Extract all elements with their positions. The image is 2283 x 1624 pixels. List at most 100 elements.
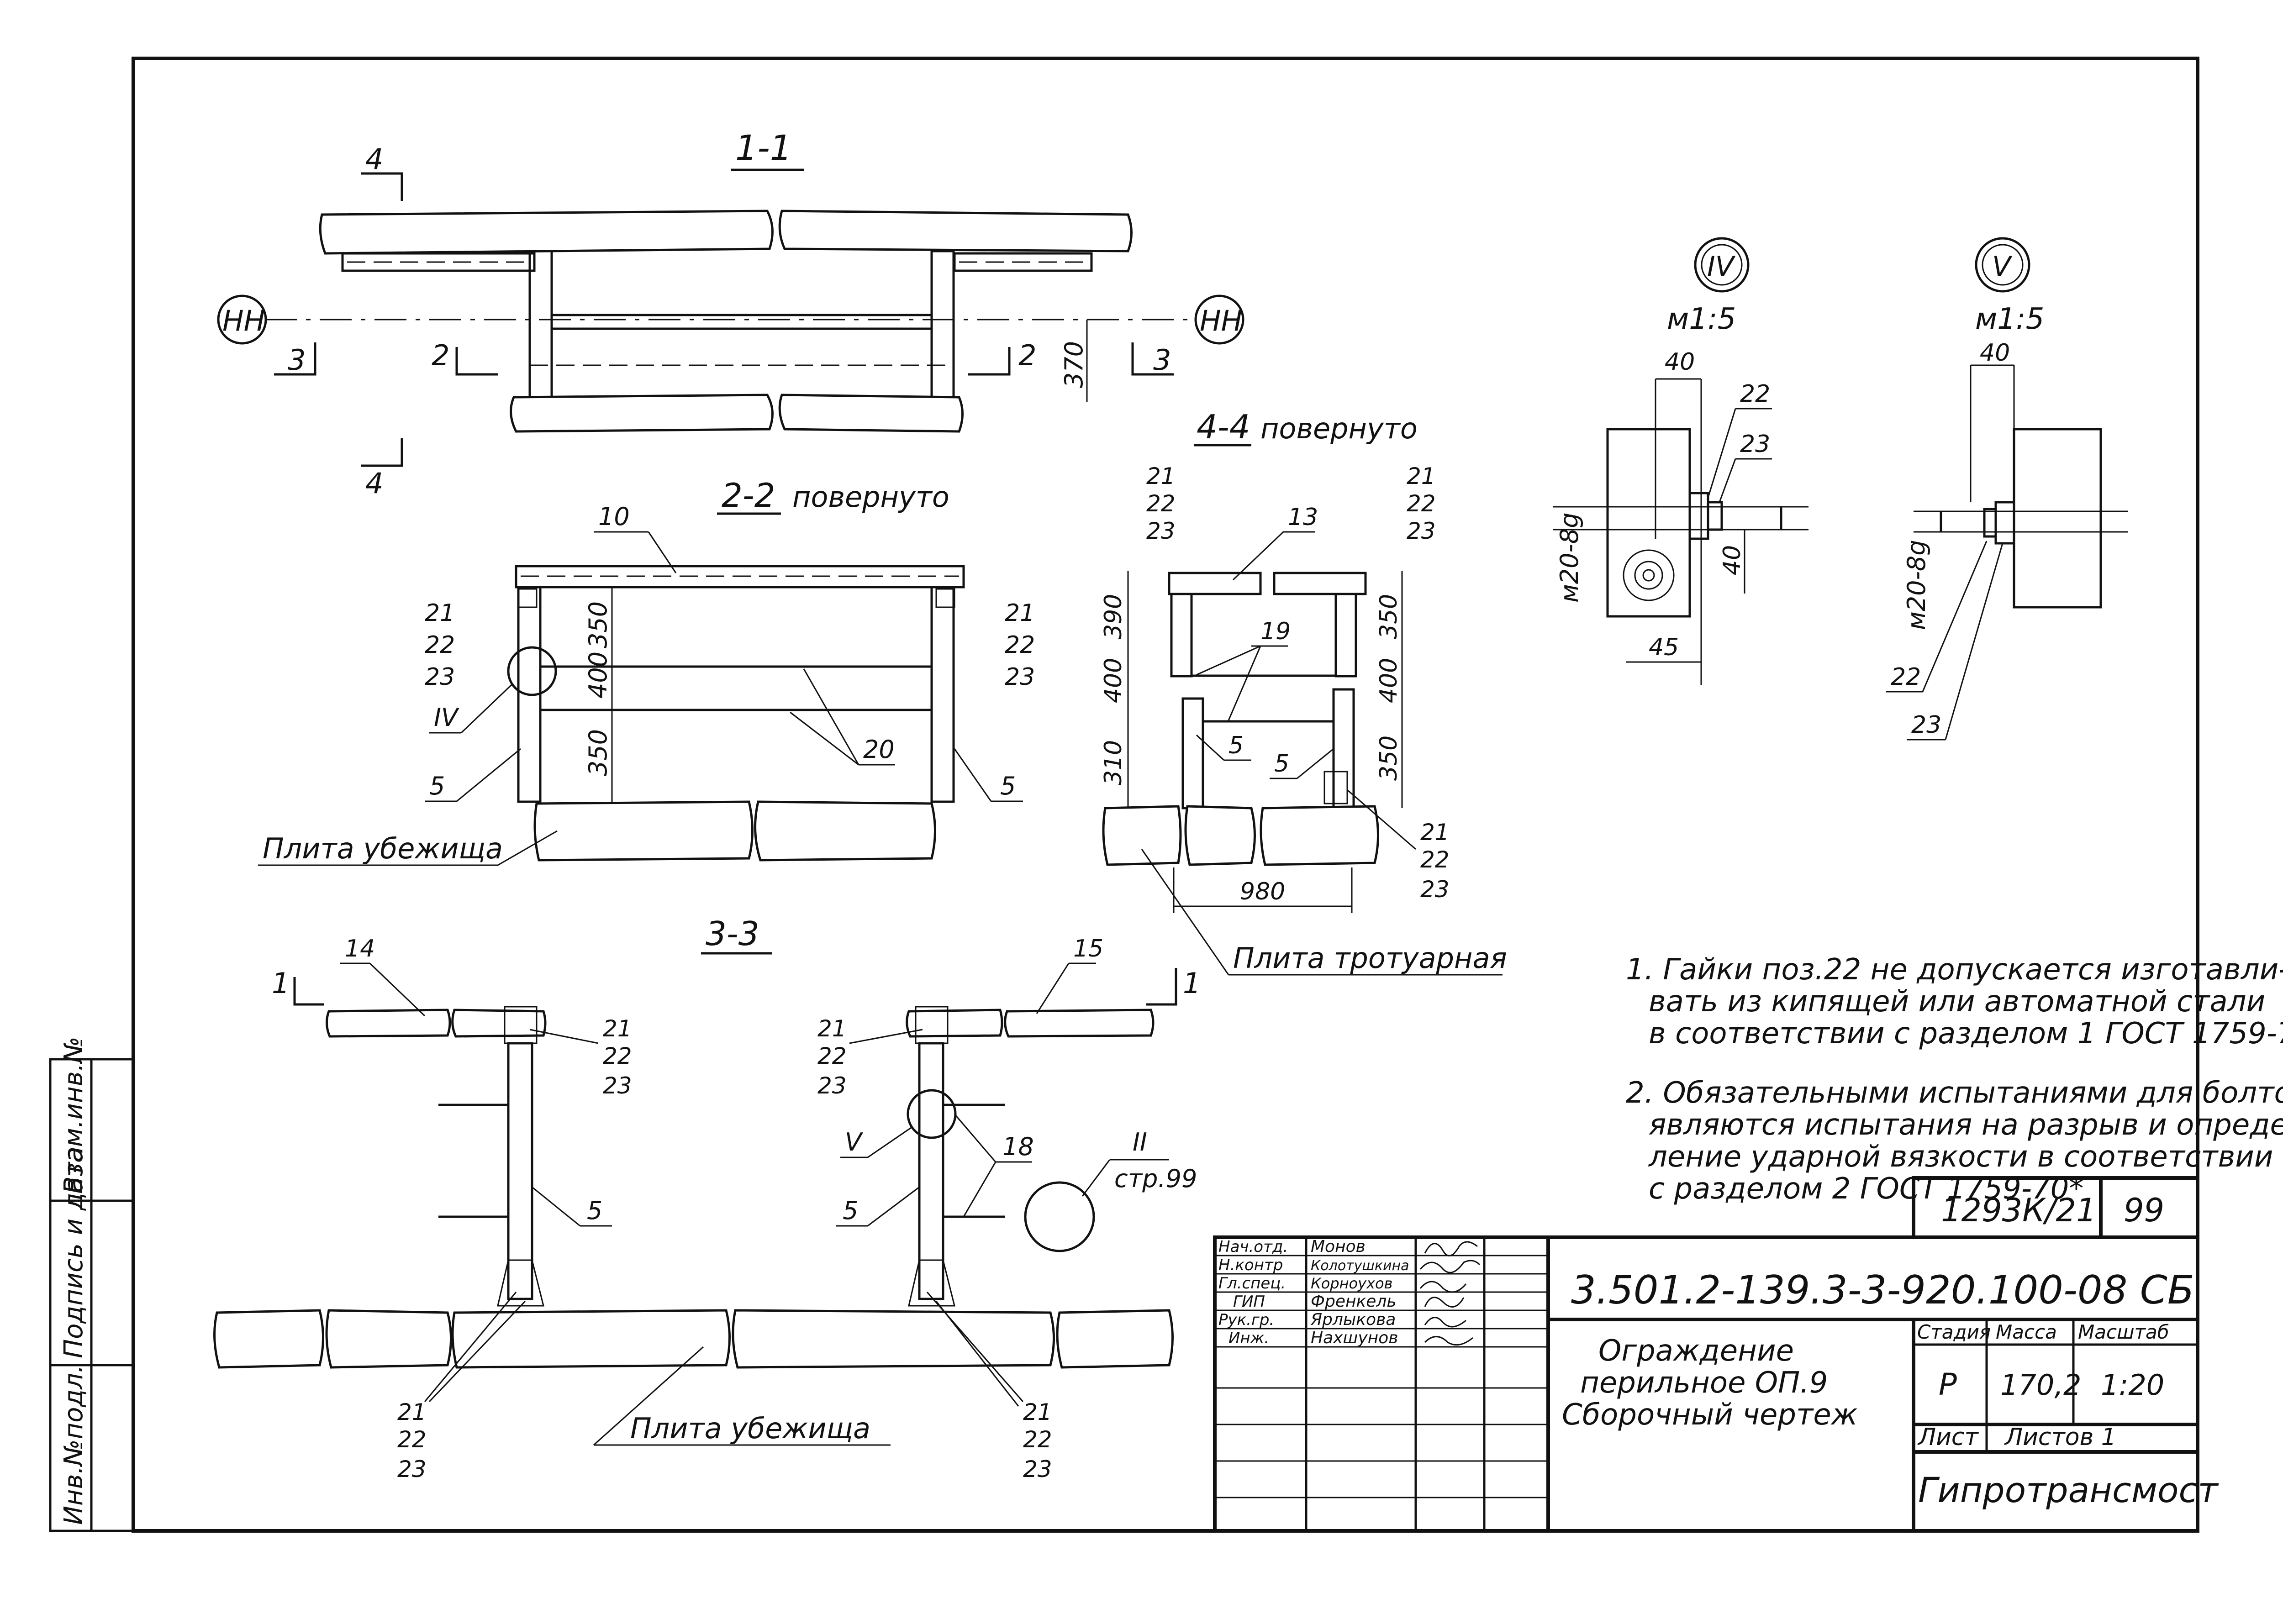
section-2-2-note: повернуто <box>792 480 949 514</box>
pos-22-left: 22 <box>425 631 455 659</box>
dim-400: 400 <box>584 652 612 699</box>
dim-400-4: 400 <box>1100 658 1127 703</box>
side-stamp-inv: Инв.№подл. <box>59 1365 89 1525</box>
role-5: Инж. <box>1228 1329 1269 1347</box>
sheets-label: Листов 1 <box>2004 1424 2116 1451</box>
note-1-line-2: вать из кипящей или автоматной стали <box>1649 985 2265 1019</box>
notes: 1. Гайки поз.22 не допускается изготавли… <box>1626 953 2283 1206</box>
cut-mark-3-left: 3 <box>288 343 306 377</box>
detail-iv-pos22: 22 <box>1740 380 1770 408</box>
dim-980: 980 <box>1240 878 1285 905</box>
detail-iv-dim-40: 40 <box>1665 348 1695 376</box>
section-1-1-title: 1-1 <box>735 127 792 168</box>
dim-400-4b: 400 <box>1375 658 1402 703</box>
section-3-3: 3-3 1 1 14 15 <box>213 914 1201 1482</box>
detail-iv-ref: IV <box>434 703 460 732</box>
mass-value: 170,2 <box>2000 1368 2082 1402</box>
section-3-3-title: 3-3 <box>706 914 759 953</box>
pos-23-33d: 23 <box>1023 1456 1052 1482</box>
section-2-2: 2-2 повернуто 350 400 350 10 21 22 23 21… <box>258 476 1035 866</box>
pos-5-left: 5 <box>429 772 445 800</box>
pos-22-44r: 22 <box>1407 490 1436 517</box>
document-name-line-1: Ограждение <box>1598 1334 1794 1368</box>
pos-21-33b: 21 <box>817 1015 847 1042</box>
pos-22-33c: 22 <box>397 1426 427 1453</box>
pos-5-33b: 5 <box>843 1196 858 1225</box>
side-stamp: Инв.№подл. Подпись и дата Взам.инв.№ <box>49 1036 135 1532</box>
pos-21-44l: 21 <box>1146 463 1176 489</box>
pos-21-44r: 21 <box>1407 463 1436 489</box>
detail-v: V м1:5 40 м20-8g 22 23 <box>1886 237 2128 741</box>
pos-21-right: 21 <box>1005 599 1035 627</box>
sheet-frame <box>132 57 2199 1533</box>
detail-v-bolt: м20-8g <box>1902 540 1931 630</box>
pos-23-33b: 23 <box>817 1072 847 1099</box>
name-4: Ярлыкова <box>1310 1310 1396 1329</box>
cut-mark-4-bottom: 4 <box>365 467 383 500</box>
name-2: Корноухов <box>1311 1275 1392 1292</box>
pos-18: 18 <box>1002 1132 1034 1161</box>
plate-shelter-2-2: Плита убежища <box>263 832 503 865</box>
detail-ii-page: стр.99 <box>1114 1164 1197 1193</box>
note-2-line-3: ление ударной вязкости в соответствии <box>1648 1140 2273 1174</box>
pos-21-left: 21 <box>425 599 455 627</box>
pos-23-33a: 23 <box>603 1072 632 1099</box>
detail-iv-dim-45: 45 <box>1649 634 1679 661</box>
pos-14: 14 <box>345 935 375 962</box>
role-2: Гл.спец. <box>1218 1274 1286 1293</box>
pos-5-44r: 5 <box>1274 750 1289 778</box>
note-1-line-1: 1. Гайки поз.22 не допускается изготавли… <box>1626 953 2283 987</box>
pos-21-33a: 21 <box>603 1015 632 1042</box>
dim-370: 370 <box>1060 341 1088 388</box>
sheet-number: 99 <box>2124 1192 2164 1229</box>
detail-iv-scale: м1:5 <box>1667 302 1736 336</box>
pos-22-44l: 22 <box>1146 490 1176 517</box>
dim-350-a: 350 <box>584 601 612 648</box>
pos-10: 10 <box>598 502 630 531</box>
axis-mark-left: НН <box>222 304 265 337</box>
detail-v-ref: V <box>845 1128 864 1156</box>
organization: Гипротрансмост <box>1918 1470 2219 1510</box>
signature-1 <box>1419 1260 1481 1273</box>
signature-4 <box>1424 1317 1466 1328</box>
title-block: 1293К/21 99 Нач.отд. Монов Н.контр Колот… <box>1213 1176 2219 1533</box>
pos-23-right: 23 <box>1005 663 1035 691</box>
stage-header: Стадия <box>1917 1321 1991 1343</box>
pos-19: 19 <box>1260 618 1291 645</box>
detail-iv-dim-40b: 40 <box>1719 545 1746 575</box>
scale-value: 1:20 <box>2101 1368 2164 1402</box>
name-3: Френкель <box>1311 1292 1397 1311</box>
detail-iv-label: IV <box>1707 251 1736 283</box>
detail-v-label: V <box>1992 251 2013 283</box>
name-5: Нахшунов <box>1311 1329 1398 1347</box>
name-1: Колотушкина <box>1311 1258 1409 1274</box>
side-stamp-sign: Подпись и дата <box>59 1146 89 1358</box>
signature-2 <box>1419 1281 1467 1293</box>
cut-mark-2-left: 2 <box>432 339 449 372</box>
sheet-label: Лист <box>1917 1424 1979 1451</box>
dim-350-4b: 350 <box>1375 736 1402 781</box>
note-2-line-1: 2. Обязательными испытаниями для болтов <box>1626 1076 2283 1110</box>
pos-5-33a: 5 <box>587 1196 602 1225</box>
pos-21-44b: 21 <box>1420 819 1450 846</box>
axis-mark-right: НН <box>1200 304 1242 337</box>
signature-5 <box>1424 1336 1473 1346</box>
document-name-line-3: Сборочный чертеж <box>1562 1398 1858 1432</box>
role-1: Н.контр <box>1218 1256 1283 1274</box>
section-2-2-title: 2-2 <box>722 476 775 515</box>
dim-350-b: 350 <box>584 729 612 776</box>
pos-22-33b: 22 <box>817 1043 847 1069</box>
pos-21-33c: 21 <box>397 1399 427 1425</box>
mass-header: Масса <box>1996 1321 2057 1343</box>
pos-5-44l: 5 <box>1228 732 1244 759</box>
document-name-line-2: перильное ОП.9 <box>1580 1366 1828 1400</box>
detail-v-scale: м1:5 <box>1975 302 2044 336</box>
section-4-4: 4-4 повернуто 390 400 310 350 400 350 98… <box>1100 408 1507 976</box>
dim-390: 390 <box>1100 594 1127 639</box>
role-3: ГИП <box>1233 1293 1265 1311</box>
pos-22-33a: 22 <box>603 1043 632 1069</box>
detail-iv-pos23: 23 <box>1740 431 1770 458</box>
signature-0 <box>1424 1241 1478 1256</box>
dim-310: 310 <box>1100 740 1127 785</box>
